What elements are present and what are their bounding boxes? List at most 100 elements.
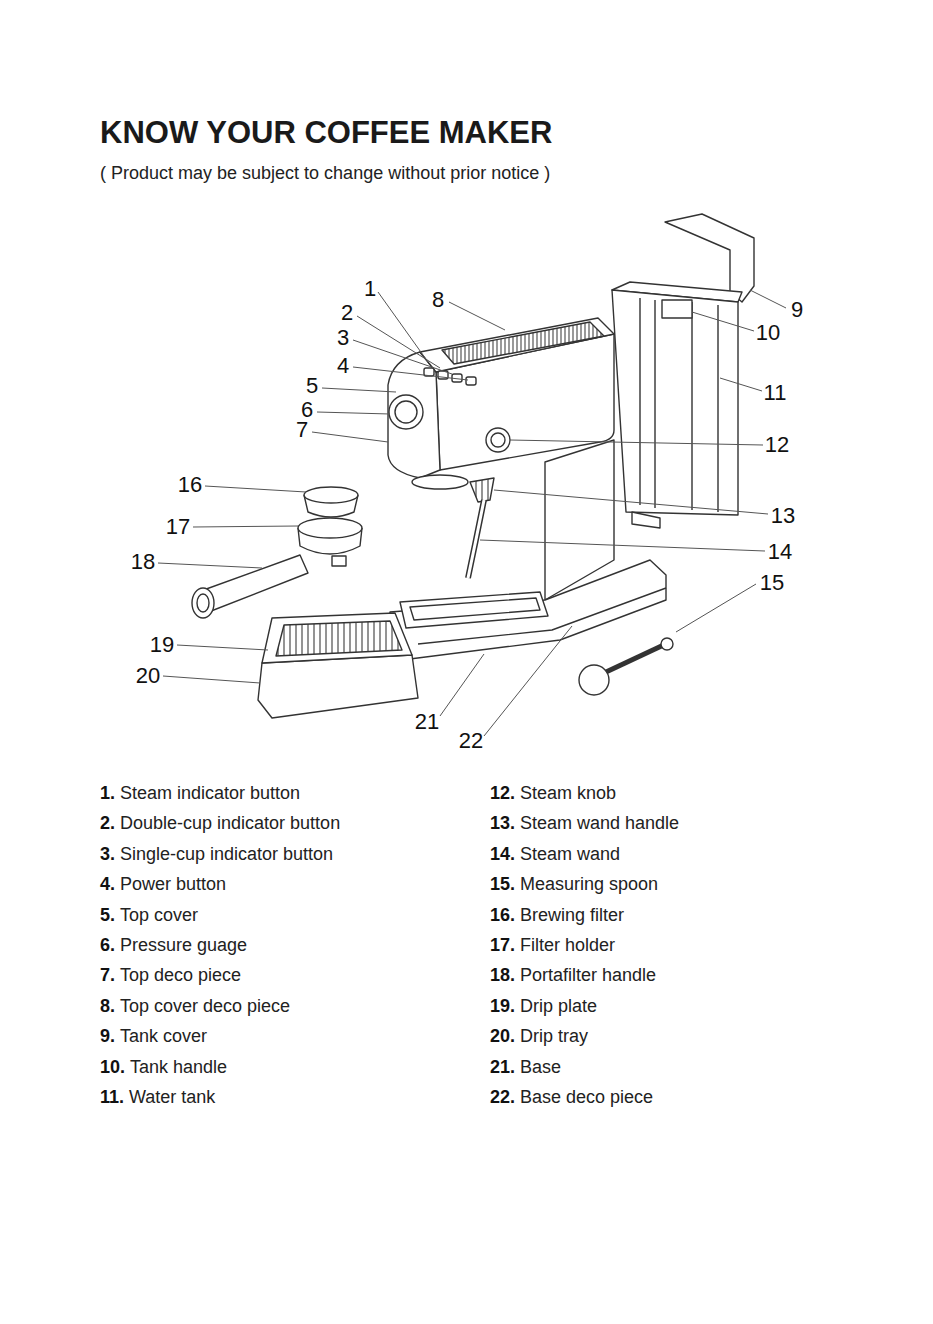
leader-line: [692, 312, 754, 331]
part-name: Top cover: [120, 906, 198, 924]
leader-line: [177, 645, 268, 650]
part-number: 3.: [100, 845, 115, 863]
spoon-handle: [606, 642, 670, 672]
tank-foot: [632, 512, 660, 528]
leader-line: [317, 412, 390, 414]
leader-lines: [158, 290, 786, 736]
tank-handle: [662, 300, 692, 318]
part-name: Power button: [120, 875, 226, 893]
tank-ribs: [640, 298, 718, 512]
drip-tray-part: [258, 613, 418, 718]
drip-plate: [276, 621, 402, 656]
part-name: Top deco piece: [120, 966, 241, 984]
head-front: [388, 352, 440, 478]
part-number: 12.: [490, 784, 515, 802]
leader-line: [158, 563, 262, 568]
callout-number: 8: [432, 289, 444, 311]
button: [466, 377, 476, 385]
base-deco-line: [418, 588, 666, 644]
subtitle-note: ( Product may be subject to change witho…: [100, 164, 550, 182]
callout-number: 9: [791, 299, 803, 321]
part-number: 18.: [490, 966, 515, 984]
leader-line: [750, 290, 786, 308]
leader-line: [193, 526, 298, 527]
part-name: Steam indicator button: [120, 784, 300, 802]
drip-tray: [258, 655, 418, 718]
callout-number: 16: [178, 474, 202, 496]
spoon-bowl: [579, 665, 609, 695]
part-name: Pressure guage: [120, 936, 247, 954]
part-number: 15.: [490, 875, 515, 893]
water-tank: [612, 290, 738, 515]
steam-wand-handle: [470, 478, 494, 502]
part-number: 7.: [100, 966, 115, 984]
part-number: 8.: [100, 997, 115, 1015]
steam-wand-inner: [468, 500, 484, 578]
part-name: Steam wand: [520, 845, 620, 863]
part-name: Portafilter handle: [520, 966, 656, 984]
callout-number: 7: [296, 419, 308, 441]
part-name: Tank cover: [120, 1027, 207, 1045]
part-name: Base: [520, 1058, 561, 1076]
callout-number: 17: [166, 516, 190, 538]
leader-line: [440, 654, 484, 716]
part-number: 2.: [100, 814, 115, 832]
callout-number: 5: [306, 375, 318, 397]
callout-number: 6: [301, 399, 313, 421]
top-grill: [442, 322, 604, 364]
part-number: 1.: [100, 784, 115, 802]
callout-number: 21: [415, 711, 439, 733]
part-number: 9.: [100, 1027, 115, 1045]
part-number: 20.: [490, 1027, 515, 1045]
leader-line: [510, 440, 763, 445]
part-name: Drip tray: [520, 1027, 588, 1045]
knob-cap: [491, 433, 505, 447]
base-tray: [400, 592, 548, 628]
top-cover: [420, 318, 614, 372]
leader-line: [353, 367, 468, 380]
part-name: Filter holder: [520, 936, 615, 954]
part-number: 5.: [100, 906, 115, 924]
gauge-face: [395, 401, 417, 423]
leader-line: [357, 316, 440, 368]
leader-line: [494, 490, 768, 514]
part-name: Double-cup indicator button: [120, 814, 340, 832]
spoon-end: [661, 638, 673, 650]
part-name: Brewing filter: [520, 906, 624, 924]
leader-line: [484, 626, 572, 736]
part-name: Measuring spoon: [520, 875, 658, 893]
part-name: Base deco piece: [520, 1088, 653, 1106]
group-head: [412, 475, 468, 489]
callout-number: 4: [337, 355, 349, 377]
callout-number: 2: [341, 302, 353, 324]
steam-wand: [468, 500, 484, 578]
filter-holder: [298, 518, 362, 538]
leader-line: [322, 388, 396, 392]
callout-number: 10: [756, 322, 780, 344]
part-number: 4.: [100, 875, 115, 893]
callout-number: 22: [459, 730, 483, 752]
leader-line: [205, 486, 306, 492]
page-title: KNOW YOUR COFFEE MAKER: [100, 117, 552, 148]
callout-number: 1: [364, 278, 376, 300]
callout-number: 12: [765, 434, 789, 456]
pressure-gauge: [389, 395, 423, 429]
part-number: 21.: [490, 1058, 515, 1076]
part-number: 22.: [490, 1088, 515, 1106]
part-number: 14.: [490, 845, 515, 863]
portafilter: [192, 487, 362, 618]
part-number: 11.: [100, 1088, 124, 1106]
spout: [332, 556, 346, 566]
leader-line: [449, 302, 505, 330]
part-name: Top cover deco piece: [120, 997, 290, 1015]
coffee-machine: [388, 214, 754, 660]
callout-number: 11: [764, 382, 787, 404]
leader-line: [720, 378, 762, 391]
steam-knob: [486, 428, 510, 452]
callout-number: 3: [337, 327, 349, 349]
part-name: Steam knob: [520, 784, 616, 802]
base-tray-inner: [410, 598, 540, 620]
callout-number: 19: [150, 634, 174, 656]
